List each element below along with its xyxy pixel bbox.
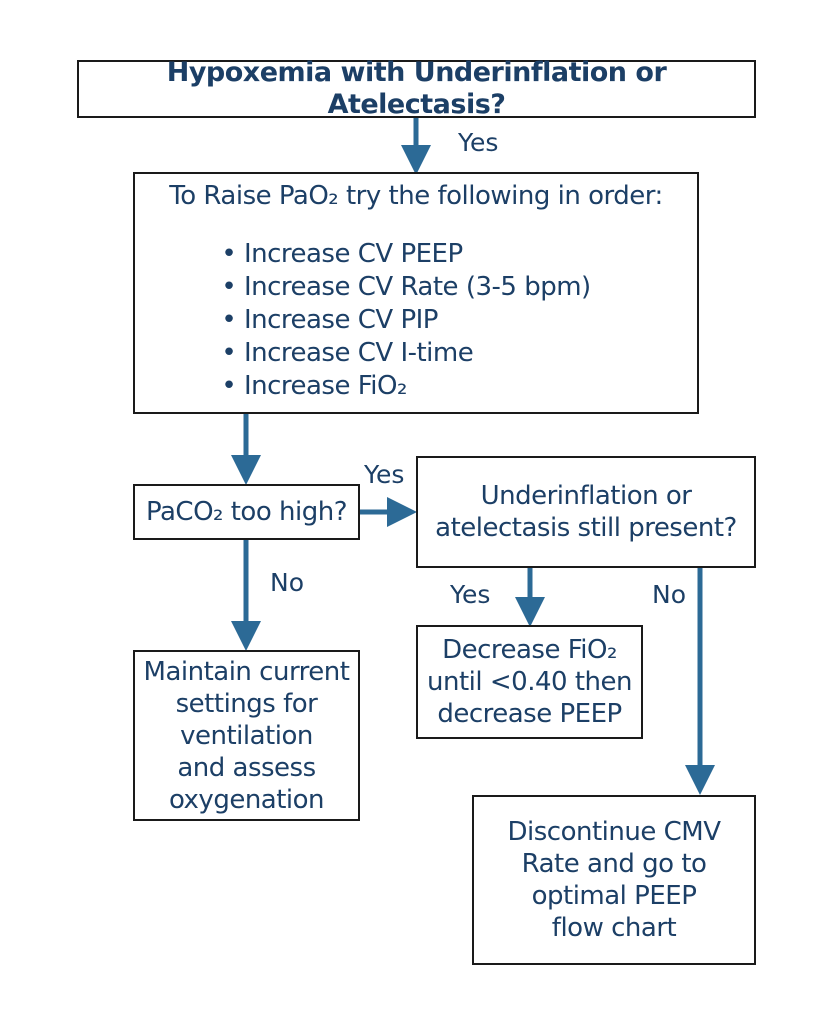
decrease-line: decrease PEEP (437, 699, 622, 729)
maintain-line: settings for (175, 688, 318, 719)
maintain-line: Maintain current (143, 656, 350, 687)
underinflation-question-box: Underinflation or atelectasis still pres… (416, 456, 756, 568)
underinflation-line: Underinflation or (480, 481, 692, 511)
decrease-line: until <0.40 then (427, 667, 632, 697)
paco2-question-box: PaCO₂ too high? (133, 484, 360, 540)
raise-step: Increase CV Rate (3-5 bpm) (221, 271, 591, 304)
raise-step: Increase CV PEEP (221, 238, 590, 271)
maintain-line: ventilation (180, 720, 313, 751)
decrease-line: Decrease FiO₂ (442, 635, 617, 665)
edge-label-yes-paco2: Yes (364, 460, 405, 489)
top-question-box: Hypoxemia with Underinflation or Atelect… (77, 57, 756, 120)
raise-step: Increase CV I-time (221, 337, 590, 370)
discontinue-cmv-box: Discontinue CMV Rate and go to optimal P… (472, 795, 756, 965)
maintain-settings-box: Maintain current settings for ventilatio… (133, 650, 360, 821)
discontinue-line: Rate and go to (521, 849, 707, 879)
maintain-line: and assess (177, 752, 316, 783)
edge-label-no-underinflation: No (652, 580, 686, 609)
raise-pao2-heading: To Raise PaO₂ try the following in order… (169, 181, 663, 211)
discontinue-line: optimal PEEP (531, 881, 697, 911)
maintain-line: oxygenation (168, 784, 325, 815)
paco2-question-text: PaCO₂ too high? (145, 497, 348, 527)
underinflation-line: atelectasis still present? (435, 513, 737, 543)
edge-label-yes-top: Yes (458, 128, 499, 157)
raise-steps-list: Increase CV PEEP Increase CV Rate (3-5 b… (221, 238, 591, 403)
edge-label-yes-underinflation: Yes (450, 580, 491, 609)
raise-step: Increase FiO₂ (221, 370, 590, 403)
decrease-fio2-box: Decrease FiO₂ until <0.40 then decrease … (416, 625, 643, 739)
top-question-text: Hypoxemia with Underinflation or Atelect… (166, 57, 667, 120)
raise-pao2-box: To Raise PaO₂ try the following in order… (133, 172, 699, 414)
edge-label-no-paco2: No (270, 568, 304, 597)
raise-step: Increase CV PIP (221, 304, 590, 337)
discontinue-line: Discontinue CMV (507, 817, 721, 847)
discontinue-line: flow chart (551, 913, 677, 943)
